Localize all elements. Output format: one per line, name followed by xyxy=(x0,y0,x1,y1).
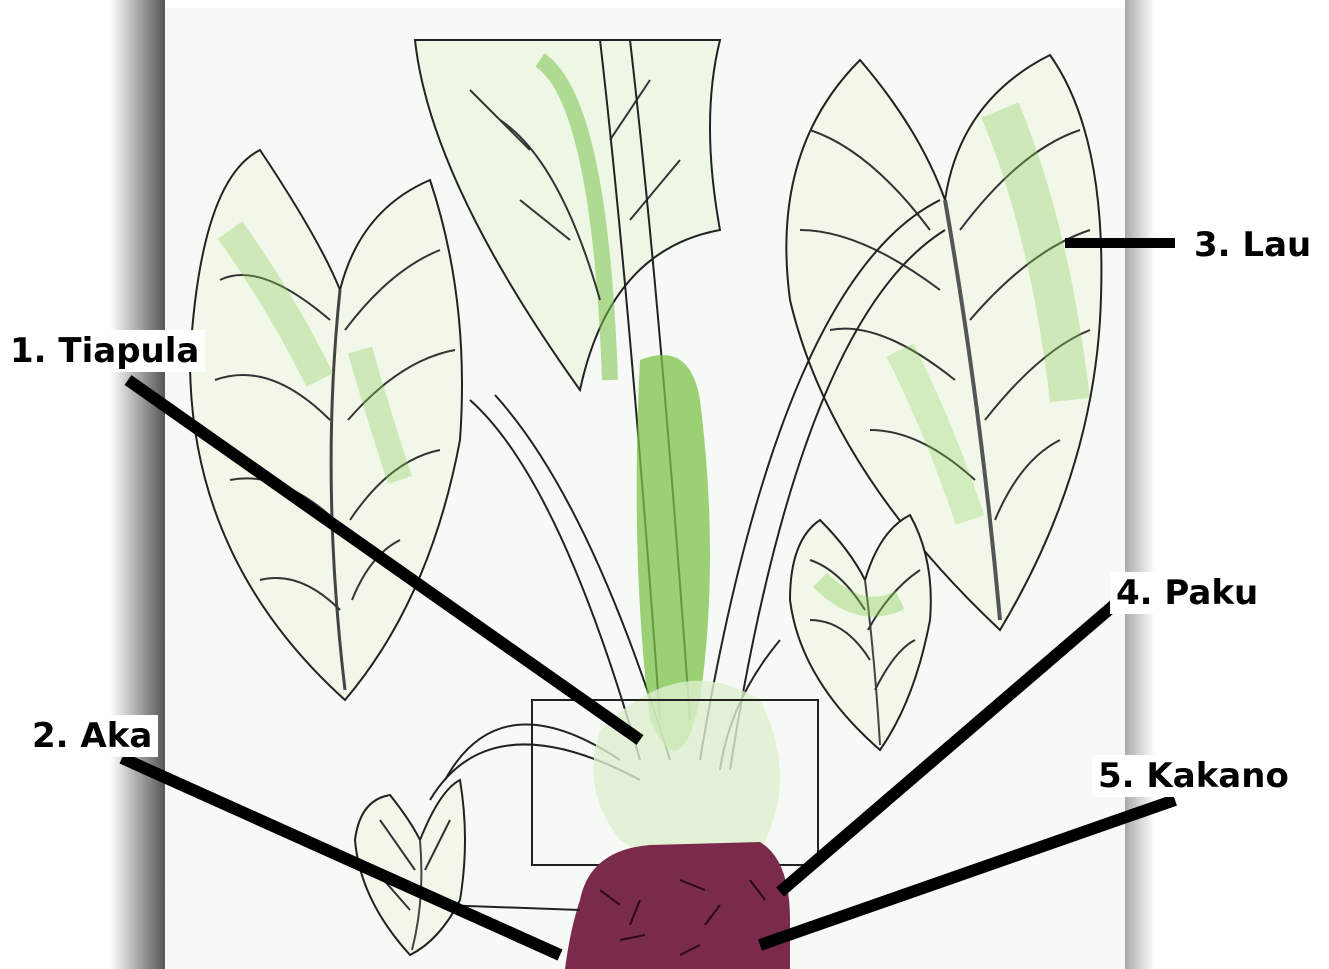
label-aka: 2. Aka xyxy=(26,715,158,757)
left-shadow xyxy=(110,0,165,969)
label-paku: 4. Paku xyxy=(1110,572,1264,614)
label-kakano: 5. Kakano xyxy=(1092,755,1295,797)
right-shadow xyxy=(1125,0,1155,969)
label-lau: 3. Lau xyxy=(1188,224,1317,266)
label-tiapula: 1. Tiapula xyxy=(4,330,205,372)
